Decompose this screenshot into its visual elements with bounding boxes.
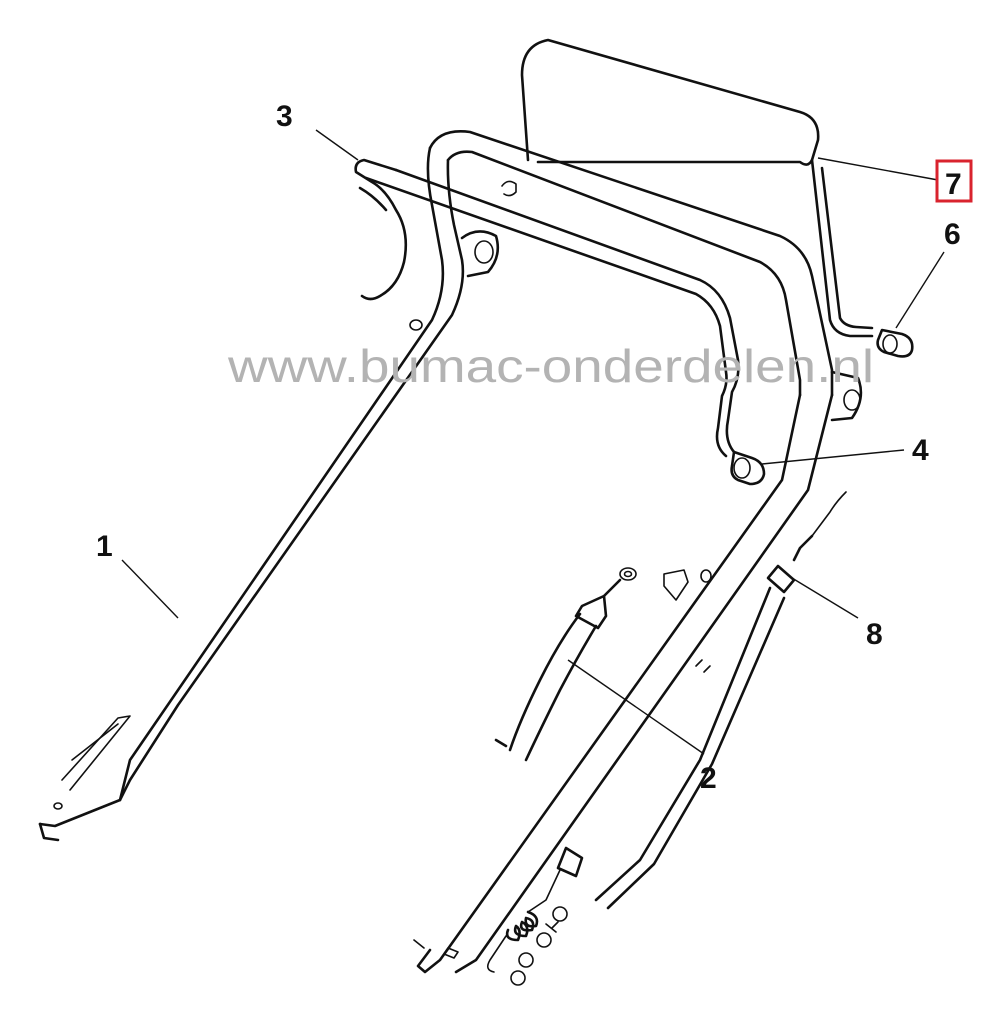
callout-4: 4 [912, 434, 929, 467]
part-8-cable [486, 491, 847, 986]
callout-2: 2 [700, 762, 717, 795]
callout-3: 3 [276, 100, 293, 133]
leader-7 [817, 157, 939, 181]
part-6-bushing [876, 328, 914, 358]
leader-lines [121, 129, 945, 755]
part-1-handle-frame [38, 130, 863, 842]
part-7-safety-bail [520, 38, 874, 338]
callout-1: 1 [96, 530, 113, 563]
callout-6: 6 [944, 218, 961, 251]
leader-6 [895, 251, 945, 329]
watermark-text: www.bumac-onderdelen.nl [227, 340, 874, 392]
part-3-control-bail [354, 158, 740, 458]
leader-8 [791, 577, 859, 619]
callout-7: 7 [945, 168, 962, 201]
part-2-drive-cable [494, 567, 689, 762]
leader-2 [567, 659, 705, 755]
callout-8: 8 [866, 618, 883, 651]
leader-1 [121, 559, 179, 619]
leader-4 [761, 449, 905, 465]
part-4-bushing [730, 450, 766, 486]
callout-7-highlight-box [935, 159, 973, 203]
leader-3 [315, 129, 359, 161]
handle-lower-right-leg [413, 393, 834, 974]
